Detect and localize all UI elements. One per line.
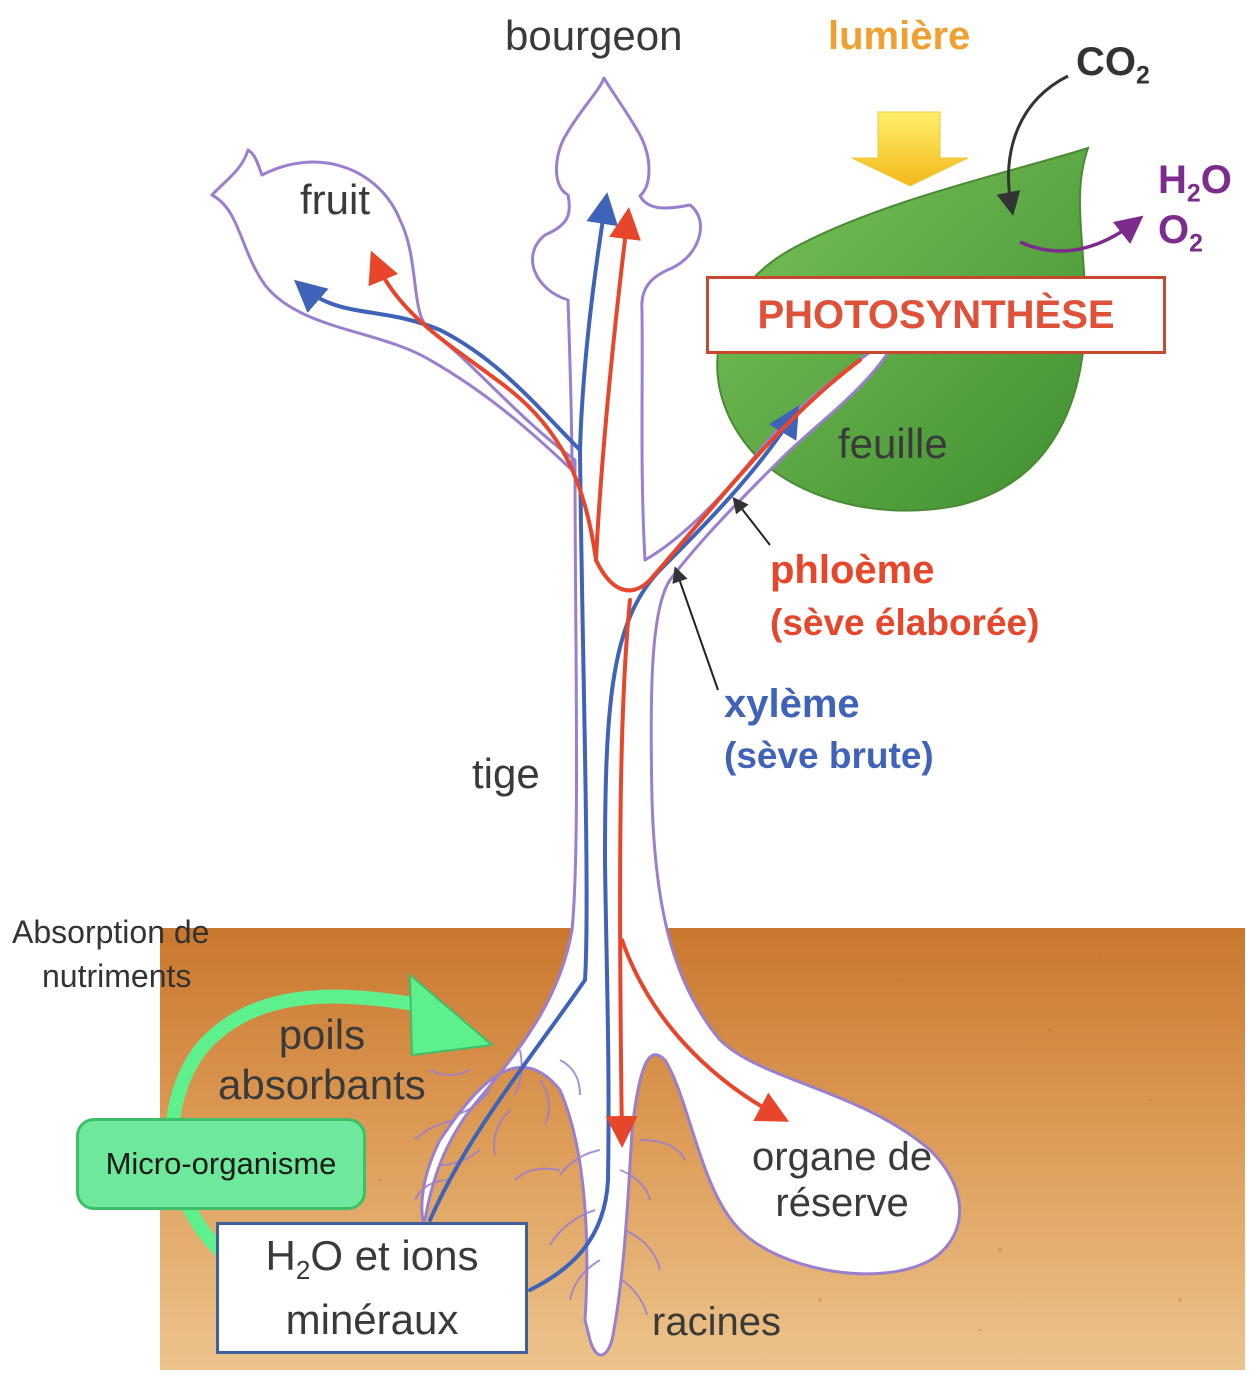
label-xyleme-detail: (sève brute) <box>724 735 934 777</box>
label-fruit: fruit <box>300 176 370 224</box>
micro-organisme-box: Micro-organisme <box>76 1118 366 1210</box>
label-o2-out: O2 <box>1158 208 1203 259</box>
label-h2o-ions-line2: minéraux <box>286 1295 459 1345</box>
h2o-ions-box: H2O et ions minéraux <box>216 1222 528 1354</box>
xylem-pointer <box>676 570 718 690</box>
label-micro-organisme: Micro-organisme <box>106 1146 337 1182</box>
label-feuille: feuille <box>838 420 948 468</box>
phloem-pointer <box>735 500 770 545</box>
label-absorption: Absorption de nutriments <box>12 910 209 998</box>
light-arrow <box>852 112 968 186</box>
label-photosynthese: PHOTOSYNTHÈSE <box>757 293 1114 338</box>
label-poils-line2: absorbants <box>218 1060 426 1110</box>
label-phloeme: phloème <box>770 548 934 593</box>
label-h2o-ions-line1: H2O et ions <box>266 1231 479 1295</box>
label-organe-line2: réserve <box>752 1180 932 1226</box>
label-absorption-line2: nutriments <box>12 954 209 998</box>
label-xyleme: xylème <box>724 682 860 727</box>
photosynthese-box: PHOTOSYNTHÈSE <box>706 276 1166 354</box>
label-poils: poils absorbants <box>218 1010 426 1110</box>
label-tige: tige <box>472 750 540 798</box>
label-lumiere: lumière <box>828 14 970 59</box>
label-organe-reserve: organe de réserve <box>752 1134 932 1226</box>
label-co2: CO2 <box>1076 40 1150 91</box>
label-h2o-out: H2O <box>1158 158 1232 209</box>
label-absorption-line1: Absorption de <box>12 910 209 954</box>
label-poils-line1: poils <box>218 1010 426 1060</box>
label-bourgeon: bourgeon <box>505 12 683 60</box>
label-racines: racines <box>652 1300 781 1345</box>
label-organe-line1: organe de <box>752 1134 932 1180</box>
label-phloeme-detail: (sève élaborée) <box>770 602 1039 644</box>
